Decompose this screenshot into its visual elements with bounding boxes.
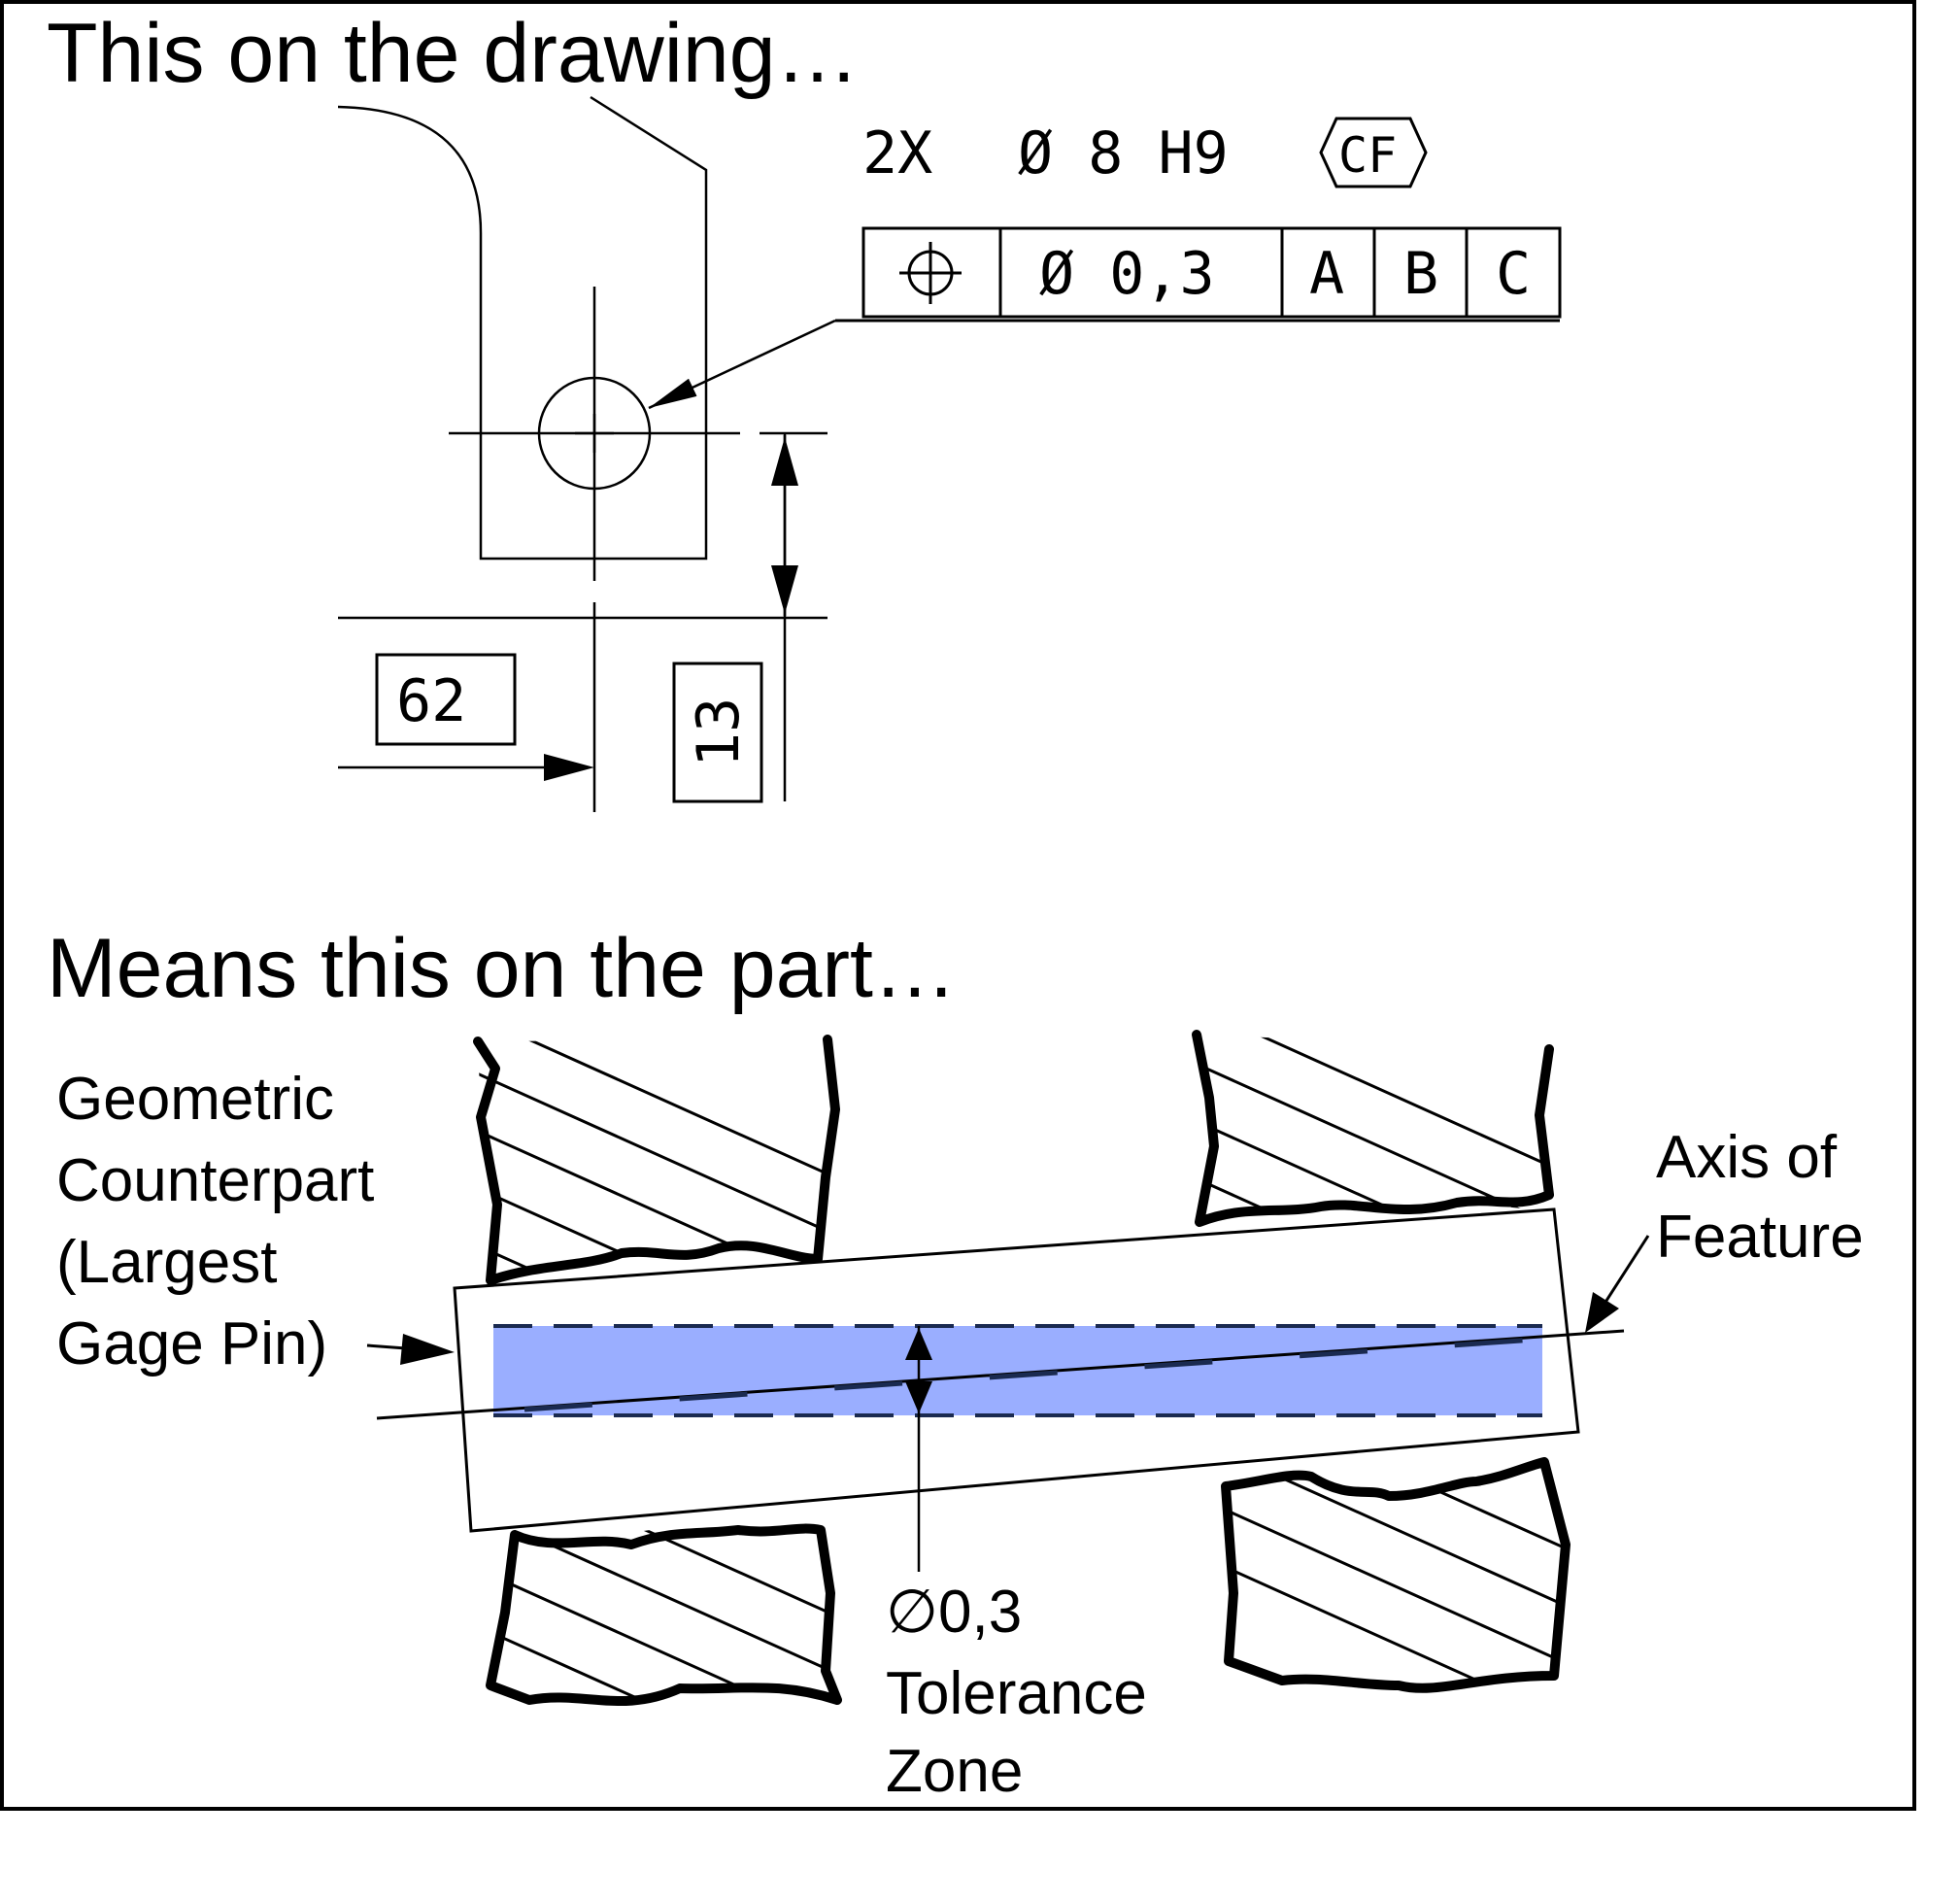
outer-border [0,0,1916,1811]
gage-pin-label-line-2: Counterpart [56,1147,374,1214]
fcf-datum-b: B [1403,240,1438,308]
fcf-datum-c: C [1496,240,1531,308]
leader-arrow [648,319,836,410]
part-outline [337,95,708,561]
note-quantity: 2X [862,119,932,187]
axis-callout: Axis of Feature [1585,1124,1864,1333]
feature-axis-dashed [524,1337,1536,1412]
gage-pin-callout: Geometric Counterpart (Largest Gage Pin) [56,1066,455,1377]
gage-pin-label-line-4: Gage Pin) [56,1310,327,1377]
tolerance-label-line-1: Tolerance [886,1660,1147,1727]
gage-jaw-lower-left [486,1523,842,1710]
tolerance-label-line-2: Zone [886,1738,1023,1805]
axis-label-line-2: Feature [1656,1204,1864,1271]
tolerance-value: ∅0,3 [886,1579,1022,1646]
gage-pin-label-line-1: Geometric [56,1066,334,1133]
tolerance-zone [493,1326,1542,1415]
note-size: Ø 8 H9 [1018,119,1229,187]
feature-control-frame: Ø 0,3 A B C [648,226,1562,410]
dimensions: 62 13 [338,431,828,812]
axis-label-line-1: Axis of [1656,1124,1838,1191]
fcf-tolerance: Ø 0,3 [1039,240,1215,308]
gage-pin-label-line-3: (Largest [56,1229,277,1296]
heading-drawing: This on the drawing… [47,7,860,100]
tolerance-callout: ∅0,3 Tolerance Zone [886,1579,1147,1805]
hole-symbol [449,287,740,581]
basic-dim-13: 13 [685,697,753,767]
heading-part: Means this on the part… [47,922,957,1015]
tolerance-dimension [905,1326,932,1572]
basic-dim-62: 62 [396,667,466,735]
position-symbol-icon [899,242,962,304]
hole-callout: 2X Ø 8 H9 CF [862,117,1428,188]
note-modifier: CF [1338,127,1397,184]
fcf-datum-a: A [1309,240,1344,308]
gage-jaw-upper-right [1192,1030,1554,1227]
